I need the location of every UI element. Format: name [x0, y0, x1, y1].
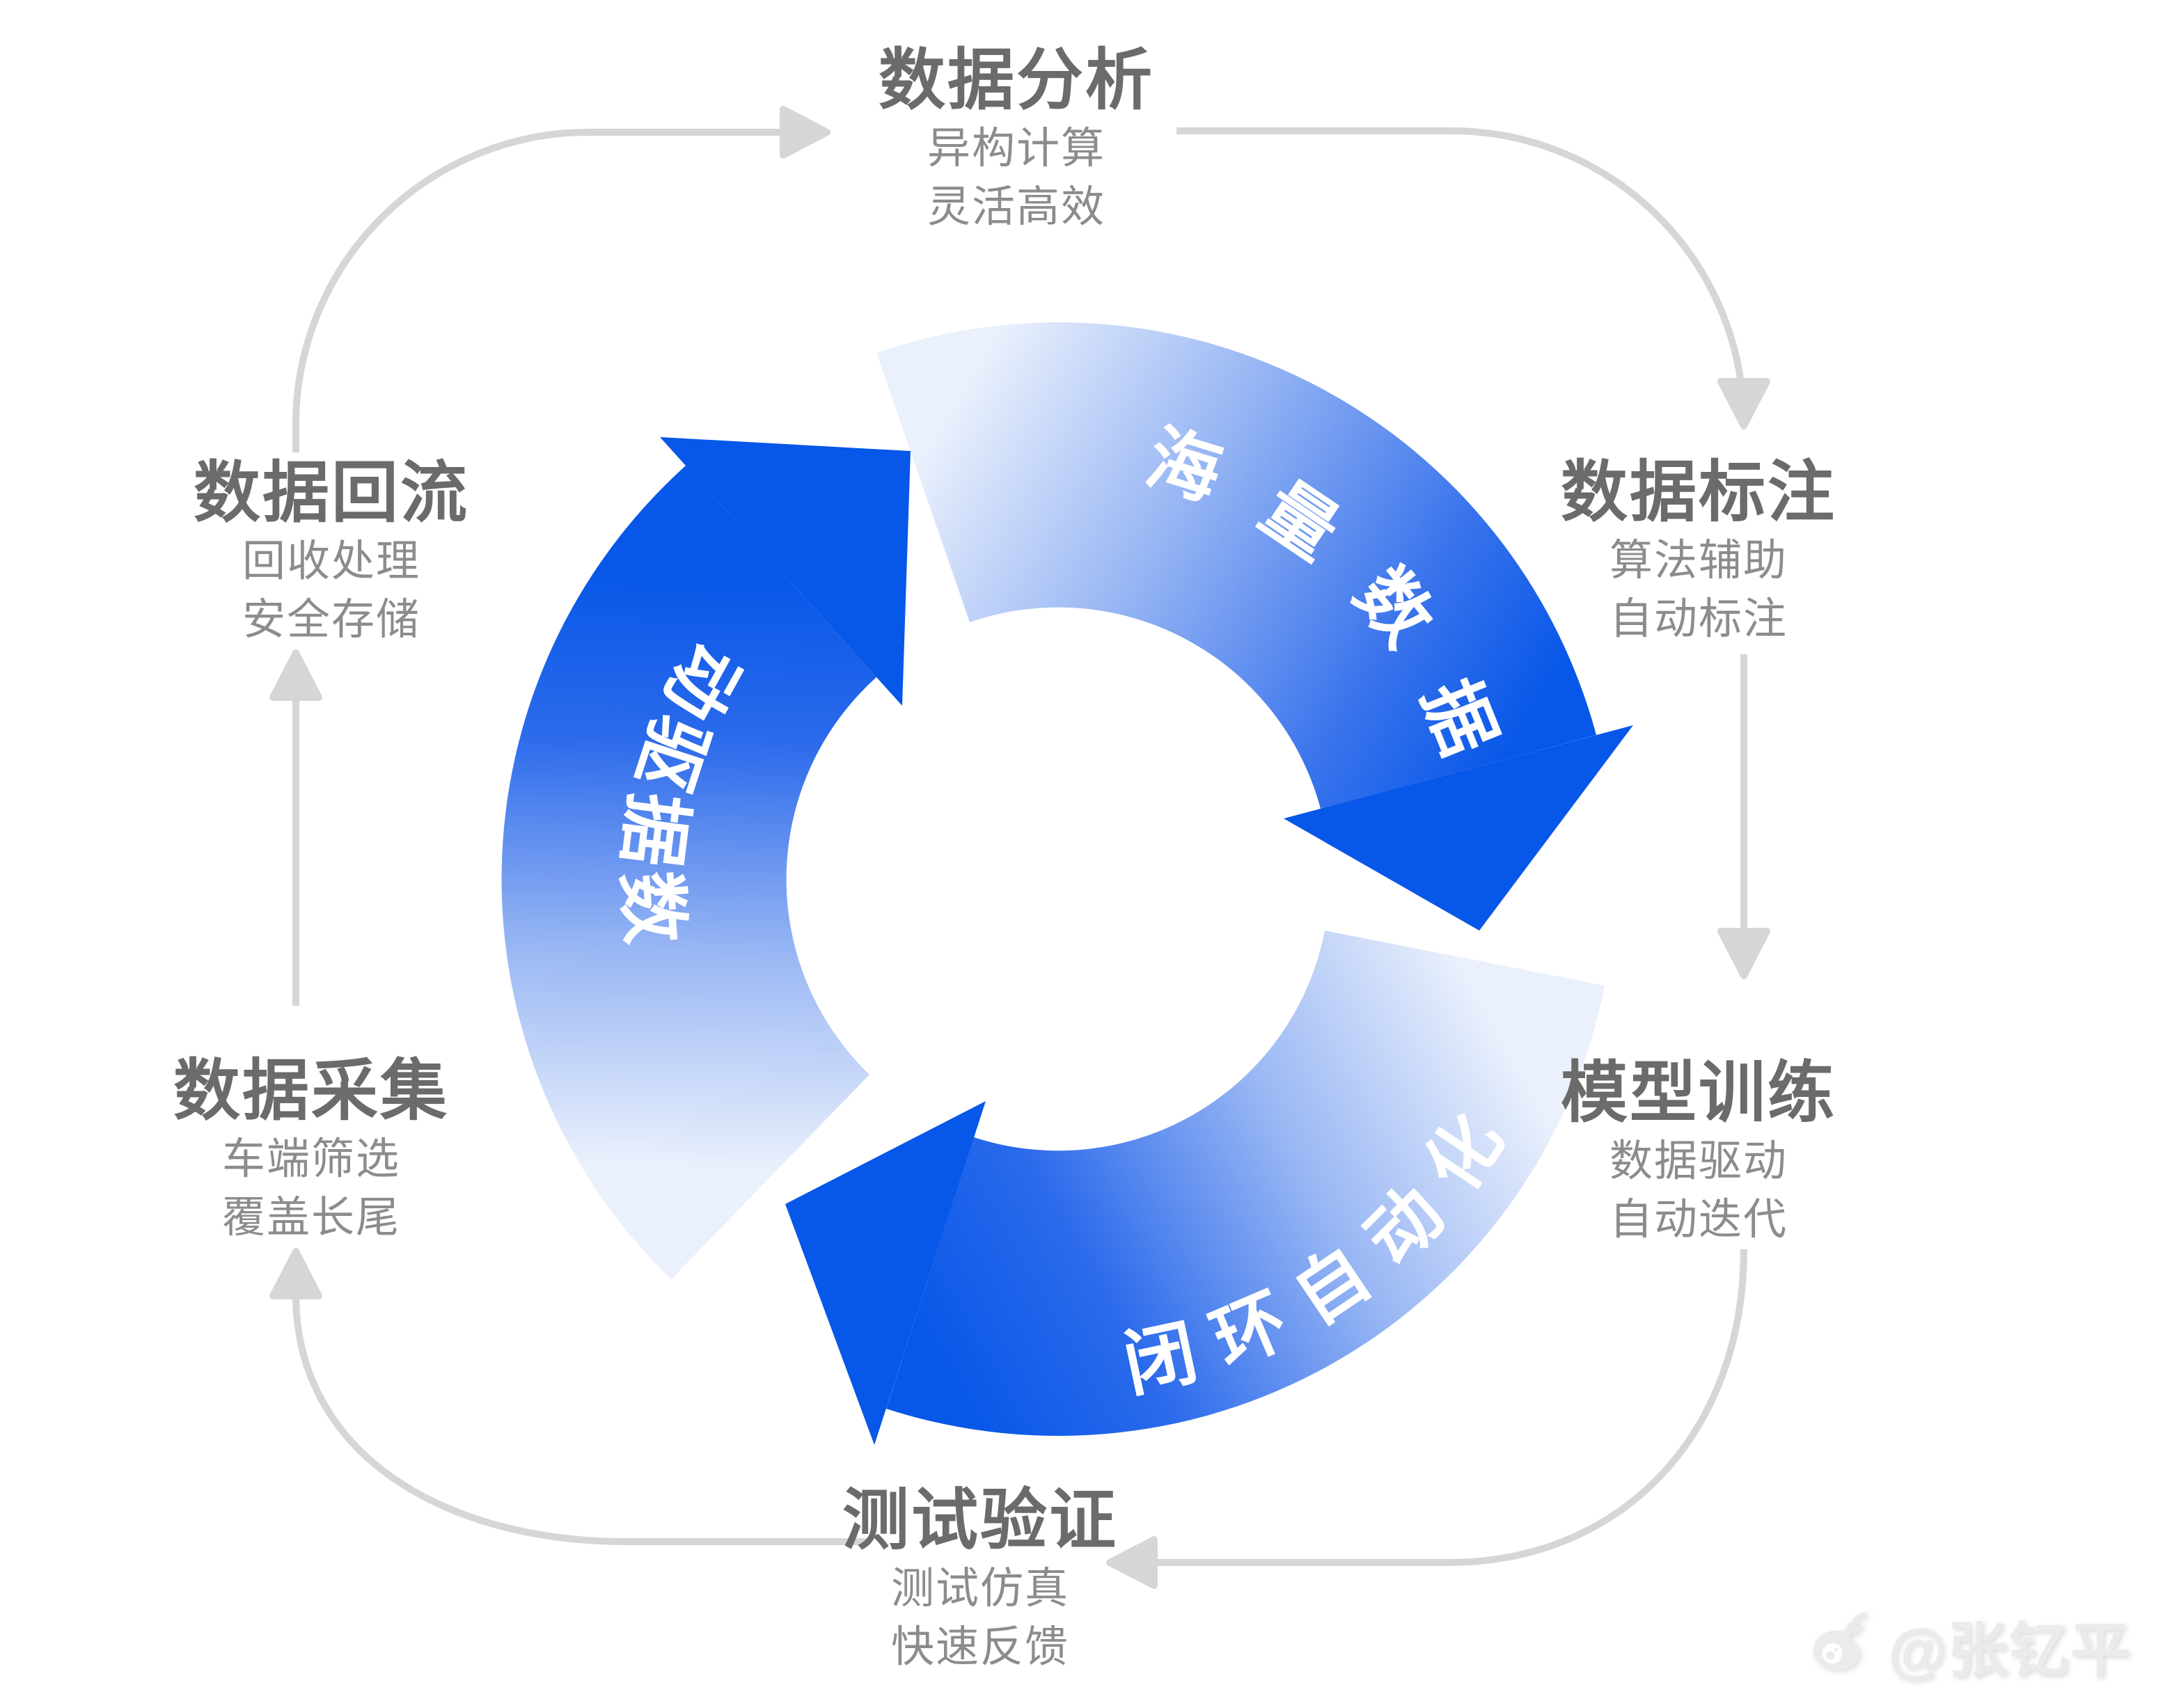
ring-label-data-driven-char: 数: [608, 869, 695, 947]
stage-subtitle-line: 车端筛选: [221, 1135, 400, 1183]
arrow-right-icon: [780, 106, 830, 159]
stage-data-labeling: 数据标注 算法辅助 自动标注: [1561, 459, 1836, 649]
stage-title: 模型训练: [1561, 1056, 1836, 1130]
arrow-up-icon: [269, 1248, 322, 1299]
connector-analysis-to-labeling: [1176, 127, 1770, 429]
connector-reflow-to-analysis: [292, 106, 830, 452]
stage-data-analysis: 数据分析 异构计算 灵活高效: [879, 47, 1154, 237]
stage-title: 数据回流: [194, 456, 469, 530]
stage-subtitle-line: 异构计算: [927, 125, 1105, 173]
stage-subtitle-line: 测试仿真: [890, 1565, 1069, 1613]
stage-subtitle-line: 覆盖长尾: [221, 1194, 400, 1242]
ring-arc-massive-data: [876, 322, 1596, 809]
arrow-left-icon: [1106, 1536, 1158, 1589]
stage-subtitle-line: 灵活高效: [927, 183, 1105, 231]
stage-subtitle-line: 数据驱动: [1609, 1137, 1788, 1185]
stage-title: 数据分析: [879, 43, 1154, 118]
stage-subtitle-line: 安全存储: [242, 596, 420, 644]
connector-training-to-test: [1106, 1249, 1747, 1589]
stage-subtitle-line: 自动标注: [1609, 595, 1788, 643]
ring-label-closed-loop-char: 闭: [1117, 1312, 1204, 1407]
stage-test-verification: 测试验证 测试仿真 快速反馈: [842, 1487, 1118, 1677]
cycle-ring-graphic: [501, 322, 1633, 1445]
watermark-text: @张钇平: [1888, 1618, 2132, 1684]
arrow-up-icon: [269, 649, 322, 701]
watermark: @张钇平: [1809, 1602, 2132, 1689]
arrow-down-icon: [1717, 378, 1770, 429]
ring-arc-data-driven: [501, 466, 876, 1279]
connector-labeling-to-training: [1717, 654, 1770, 979]
stage-subtitle-line: 自动迭代: [1609, 1196, 1788, 1244]
ring-arc-closed-loop-automation: [886, 931, 1605, 1437]
connector-collection-to-reflow: [269, 649, 322, 1006]
stage-title: 数据标注: [1561, 455, 1836, 530]
ring-arrowhead-right-icon: [1284, 725, 1633, 931]
stage-subtitle-line: 算法辅助: [1609, 537, 1788, 585]
ring-label-data-driven-char: 据: [609, 789, 698, 871]
stage-subtitle-line: 回收处理: [242, 537, 420, 585]
connector-test-to-collection: [269, 1248, 867, 1545]
stage-subtitle-line: 快速反馈: [890, 1623, 1069, 1671]
stage-data-reflow: 数据回流 回收处理 安全存储: [194, 460, 469, 649]
stage-model-training: 模型训练 数据驱动 自动迭代: [1561, 1060, 1836, 1249]
ring-arrowhead-bottom-icon: [785, 1101, 986, 1445]
stage-data-collection: 数据采集 车端筛选 覆盖长尾: [173, 1058, 449, 1247]
ring-arrowhead-top-icon: [660, 437, 911, 706]
stage-title: 数据采集: [173, 1054, 449, 1128]
weibo-icon: [1813, 1612, 1867, 1670]
arrow-down-icon: [1717, 928, 1770, 979]
stage-title: 测试验证: [842, 1483, 1118, 1558]
